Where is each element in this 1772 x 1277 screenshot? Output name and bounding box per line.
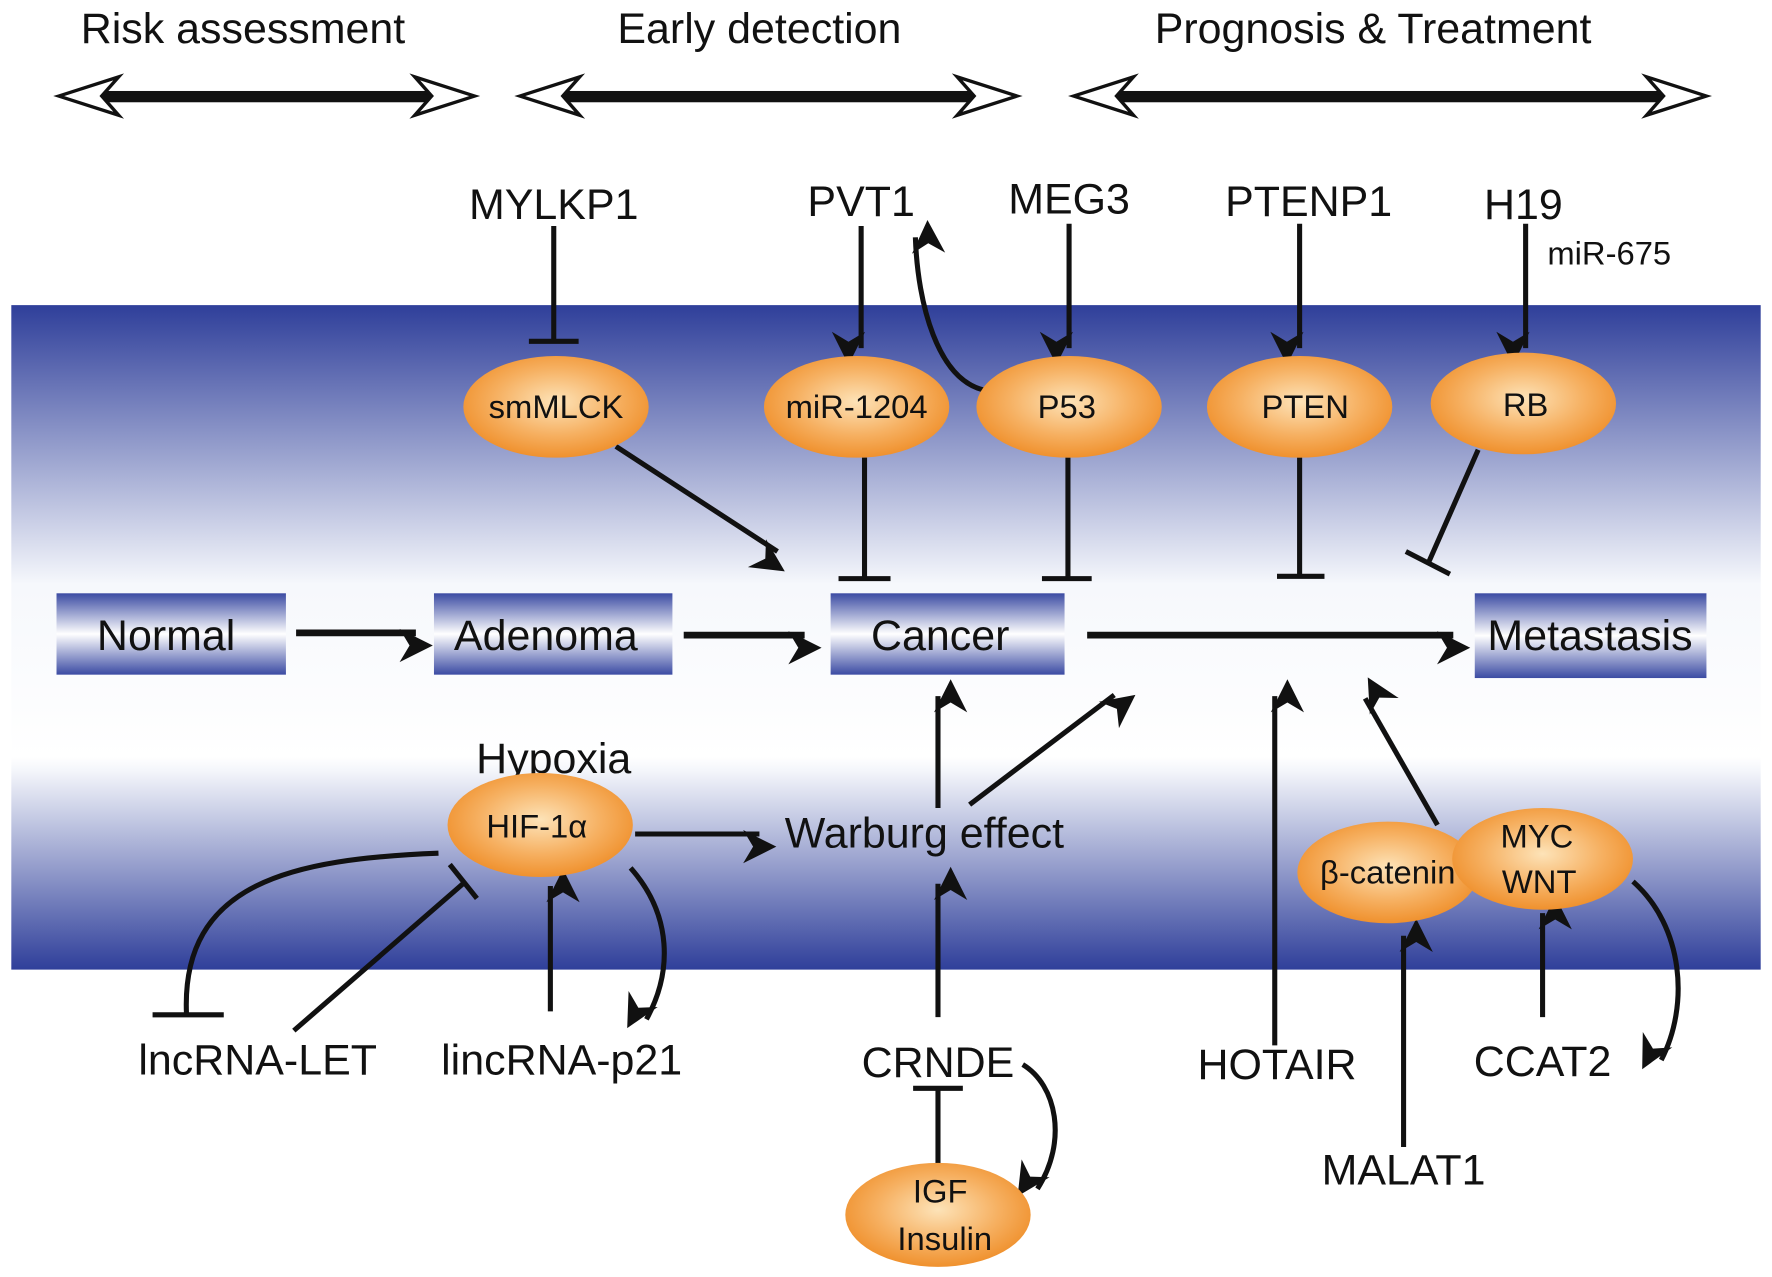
label-malat1: MALAT1 — [1322, 1146, 1486, 1194]
svg-text:β-catenin: β-catenin — [1320, 854, 1455, 891]
double-arrow-prognosis — [1068, 73, 1712, 119]
svg-text:smMLCK: smMLCK — [489, 388, 624, 425]
stage-adenoma: Adenoma — [433, 593, 673, 675]
bottom-edges — [152, 677, 1681, 1197]
stage-normal: Normal — [56, 593, 286, 675]
label-lincrna-p21: lincRNA-p21 — [441, 1037, 682, 1085]
svg-text:P53: P53 — [1038, 388, 1096, 425]
node-bcatenin: β-catenin — [1297, 821, 1479, 924]
label-ptenp1: PTENP1 — [1225, 178, 1392, 226]
label-mylkp1: MYLKP1 — [469, 181, 638, 229]
inhibit-mylkp1-smmlck — [528, 226, 579, 344]
inhibit-rb — [1404, 448, 1481, 577]
svg-text:HIF-1α: HIF-1α — [486, 807, 587, 844]
arrow-p53-pvt1 — [911, 219, 984, 393]
inhibit-hif-lncrnalet — [152, 850, 439, 1018]
node-myc-wnt: MYC WNT — [1452, 808, 1633, 910]
label-lncrna-let: lncRNA-LET — [138, 1037, 377, 1085]
label-warburg-effect: Warburg effect — [785, 810, 1064, 858]
svg-text:Adenoma: Adenoma — [454, 612, 638, 660]
svg-text:Cancer: Cancer — [871, 612, 1009, 660]
node-p53: P53 — [976, 355, 1162, 458]
stage-arrows — [296, 628, 1471, 665]
node-mir1204: miR-1204 — [763, 355, 950, 458]
double-arrow-risk — [53, 73, 481, 119]
svg-text:Metastasis: Metastasis — [1487, 612, 1692, 660]
inhibit-pten — [1277, 457, 1325, 579]
label-pvt1: PVT1 — [807, 178, 914, 226]
arrow-hif-lincrnap21 — [627, 866, 667, 1029]
label-meg3: MEG3 — [1008, 176, 1130, 224]
inhibit-mir1204-cancer — [838, 457, 891, 582]
label-h19: H19 — [1484, 181, 1563, 229]
svg-text:miR-1204: miR-1204 — [786, 388, 928, 425]
double-arrow-early — [514, 73, 1023, 119]
stage-cancer: Cancer — [830, 593, 1065, 675]
arrow-bcatenin-progression — [1362, 677, 1440, 827]
double-arrows — [53, 73, 1712, 119]
header-early-detection: Early detection — [617, 5, 901, 53]
svg-text:Insulin: Insulin — [897, 1220, 992, 1257]
svg-text:MYC: MYC — [1501, 818, 1574, 855]
arrow-warburg-progression — [968, 692, 1136, 807]
svg-text:RB: RB — [1503, 386, 1549, 423]
header-risk-assessment: Risk assessment — [81, 5, 406, 53]
node-pten: PTEN — [1206, 355, 1393, 458]
svg-text:PTEN: PTEN — [1262, 388, 1349, 425]
svg-text:Normal: Normal — [97, 612, 235, 660]
label-crnde: CRNDE — [862, 1039, 1015, 1087]
svg-text:WNT: WNT — [1502, 863, 1577, 900]
node-rb: RB — [1430, 352, 1617, 455]
arrow-myc-ccat2 — [1631, 879, 1681, 1070]
label-ccat2: CCAT2 — [1474, 1038, 1612, 1086]
arrow-crnde-igf — [1017, 1062, 1058, 1197]
node-smmlck: smMLCK — [463, 355, 649, 458]
stage-metastasis: Metastasis — [1474, 593, 1707, 679]
arrow-smmlck-cancer — [614, 444, 785, 572]
node-hif1a: HIF-1α — [447, 772, 633, 877]
top-edges — [528, 219, 1530, 582]
label-hotair: HOTAIR — [1197, 1041, 1356, 1089]
svg-text:IGF: IGF — [913, 1172, 968, 1209]
inhibit-p53-cancer — [1041, 457, 1092, 582]
inhibit-lncrnalet-hif — [292, 862, 479, 1033]
inhibit-igf-crnde — [913, 1085, 963, 1164]
header-prognosis-treatment: Prognosis & Treatment — [1155, 5, 1592, 53]
label-mir675: miR-675 — [1547, 234, 1671, 271]
node-igf-insulin: IGF Insulin — [845, 1162, 1031, 1267]
